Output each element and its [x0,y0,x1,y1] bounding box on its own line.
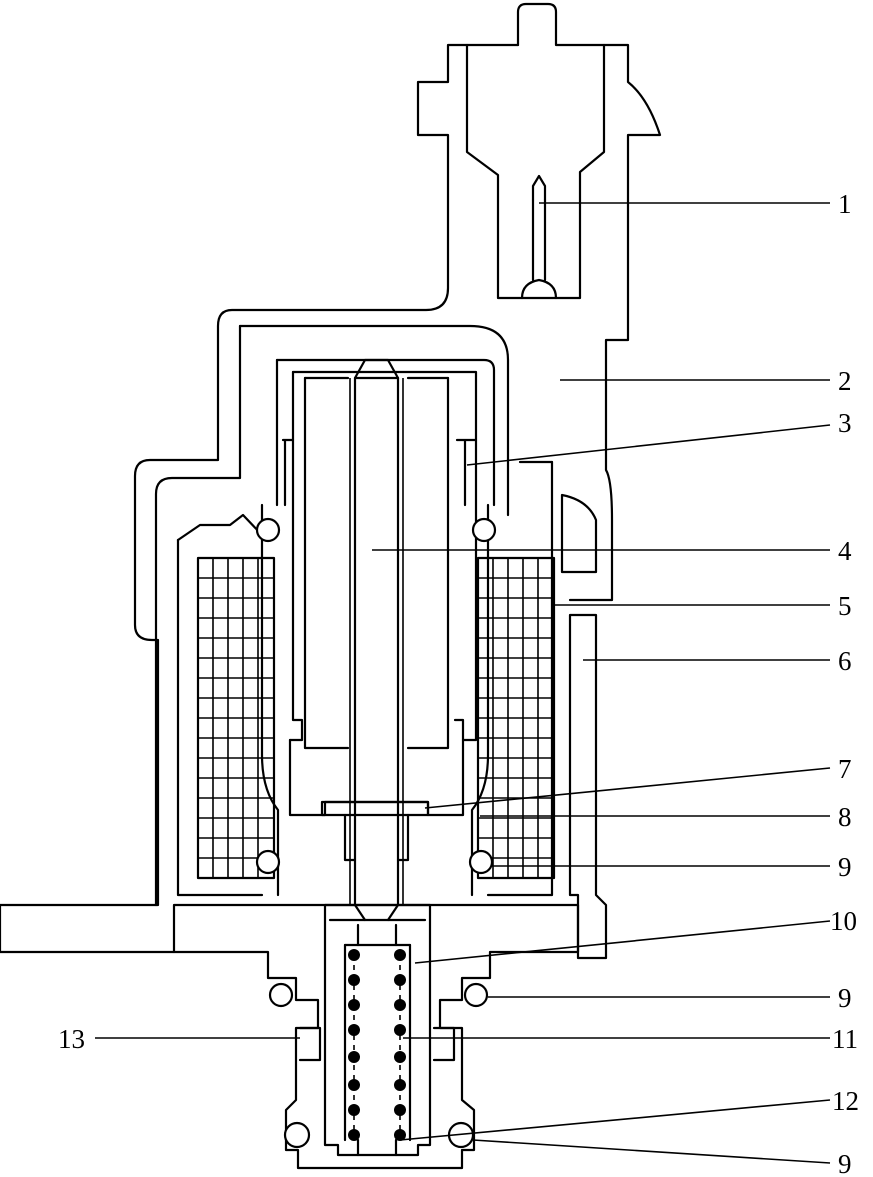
terminal-pin [520,174,558,300]
armature [303,358,450,907]
o-ring [468,849,494,875]
leader-lines [95,202,831,1164]
o-ring [283,1121,311,1149]
label-4: 4 [838,536,852,566]
part-labels: 1 2 3 4 5 6 7 8 9 10 9 11 12 9 13 [58,189,859,1177]
pole-piece [260,503,490,897]
label-5: 5 [838,591,852,621]
label-1: 1 [838,189,852,219]
label-2: 2 [838,366,852,396]
connector-housing [0,2,662,954]
armature-tube [275,358,496,742]
coil-right [476,460,556,897]
label-11: 11 [832,1024,858,1054]
label-7: 7 [838,754,852,784]
o-ring [255,849,281,875]
label-9-middle: 9 [838,983,852,1013]
o-ring [471,517,497,543]
stop-ring [320,800,430,817]
o-ring [268,982,294,1008]
coil-winding-grid-left [198,558,274,878]
label-8: 8 [838,802,852,832]
o-ring [463,982,489,1008]
spring [348,949,406,1141]
o-ring [255,517,281,543]
label-10: 10 [830,906,857,936]
label-12: 12 [832,1086,859,1116]
base-plate [172,903,580,1170]
valve-body [298,903,456,1157]
o-rings [255,517,497,1149]
flow-channel [560,493,598,574]
coil-winding-grid-right [478,558,554,878]
label-6: 6 [838,646,852,676]
coil-left [176,513,276,897]
label-3: 3 [838,408,852,438]
label-9-lower: 9 [838,1149,852,1177]
label-13: 13 [58,1024,85,1054]
label-9-upper: 9 [838,852,852,882]
outer-sleeve [568,613,608,960]
